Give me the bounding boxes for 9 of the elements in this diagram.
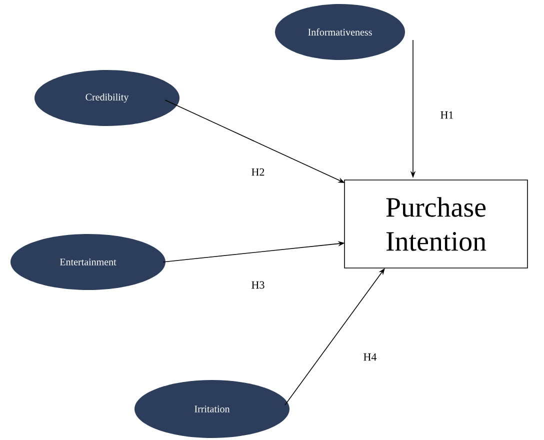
ellipse-node: Irritation <box>134 380 290 438</box>
edge-label: H4 <box>364 353 377 361</box>
edge-label: H1 <box>440 111 454 119</box>
ellipse-node: Entertainment <box>10 234 166 290</box>
edge-label: H2 <box>252 168 264 176</box>
edge-label: H3 <box>252 281 264 289</box>
ellipse-node: Informativeness <box>275 4 405 60</box>
ellipse-node: Credibility <box>34 70 180 126</box>
process-box: Purchase Intention <box>344 180 528 268</box>
